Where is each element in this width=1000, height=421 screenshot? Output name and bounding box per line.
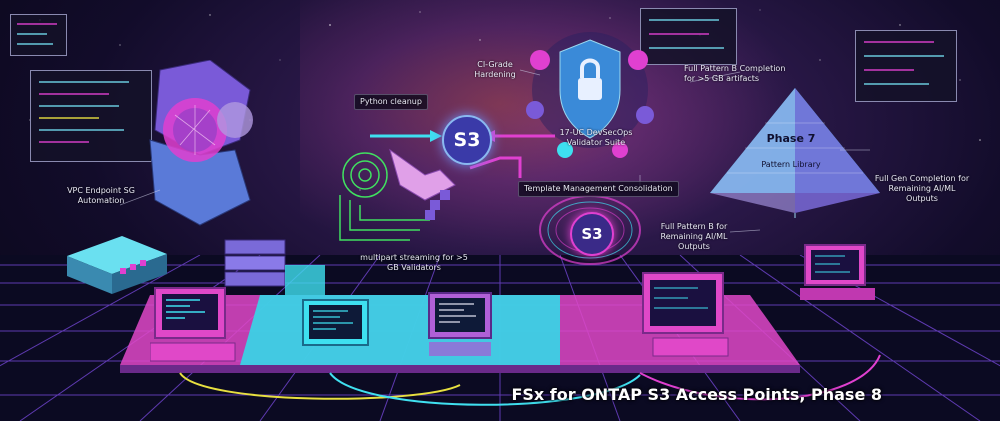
retro-computer-2 bbox=[302, 299, 369, 346]
s3-primary-badge: S3 bbox=[442, 115, 492, 165]
retro-computer-1 bbox=[150, 287, 236, 362]
label-vpc-endpoint: VPC Endpoint SG Automation bbox=[67, 186, 135, 205]
dashboard-panel-left-mid bbox=[30, 70, 152, 162]
retro-computer-5 bbox=[800, 244, 875, 300]
security-shield-cluster bbox=[526, 32, 654, 158]
retro-computer-4 bbox=[642, 272, 729, 357]
dashboard-panel-left-top bbox=[10, 14, 67, 56]
retro-computer-3 bbox=[428, 292, 492, 356]
hand-circuit-graphic bbox=[339, 148, 456, 241]
label-full-pattern-b-outputs: Full Pattern B for Remaining AI/ML Outpu… bbox=[660, 222, 728, 251]
label-full-pattern-b-artifacts: Full Pattern B Completion for >5 GB arti… bbox=[684, 64, 786, 83]
page-caption: FSx for ONTAP S3 Access Points, Phase 8 bbox=[511, 385, 882, 404]
server-rack-stack bbox=[224, 239, 325, 295]
label-python-cleanup: Python cleanup bbox=[354, 94, 428, 110]
label-full-gen-completion: Full Gen Completion for Remaining AI/ML … bbox=[874, 174, 970, 203]
dashboard-panel-center-top bbox=[640, 8, 737, 65]
brain-cluster-graphic bbox=[149, 60, 253, 226]
label-phase7: Phase 7 bbox=[766, 132, 816, 145]
label-template-mgmt: Template Management Consolidation bbox=[518, 181, 679, 197]
label-multipart: multipart streaming for >5 GB Validators bbox=[360, 253, 468, 272]
server-appliance-left bbox=[67, 236, 167, 294]
dashboard-panel-right-top bbox=[855, 30, 957, 102]
s3-secondary-badge: S3 bbox=[570, 212, 614, 256]
label-pattern-library: Pattern Library bbox=[761, 160, 821, 169]
label-devsecops: 17-UC DevSecOps Validator Suite bbox=[559, 128, 633, 147]
pattern-library-pyramid bbox=[710, 88, 880, 218]
label-ci-grade: CI-Grade Hardening bbox=[474, 60, 516, 79]
